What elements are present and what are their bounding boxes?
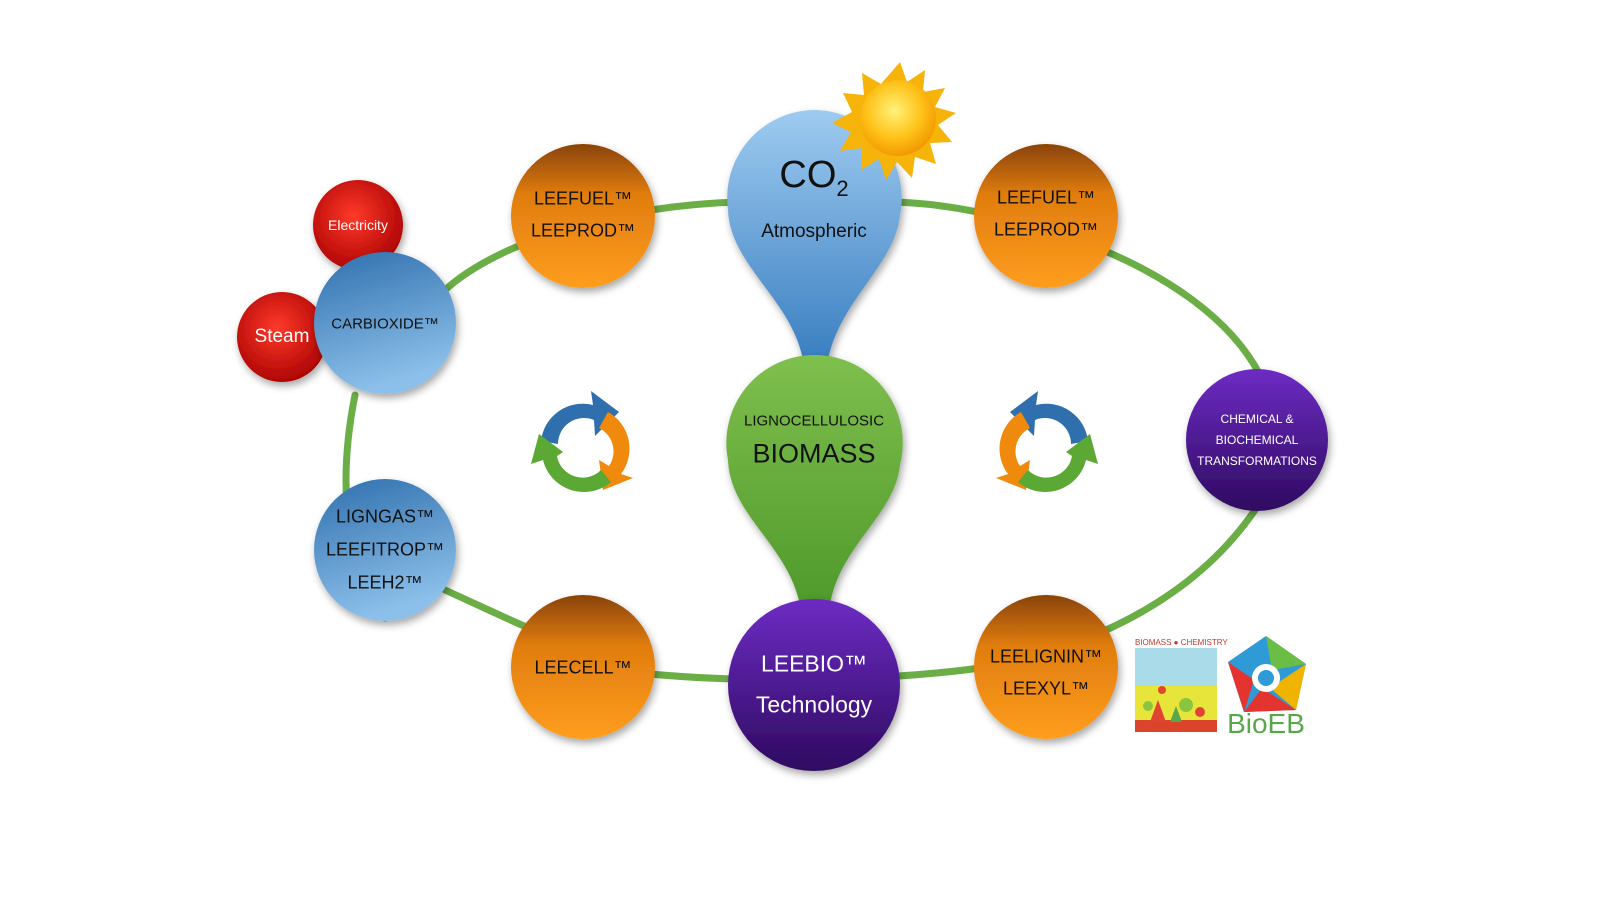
chemical-line2: BIOCHEMICAL [1215,433,1299,447]
chemical-node [1186,369,1328,511]
biomass-chemistry-logo [1135,648,1217,732]
leebio-line2: Technology [755,691,873,718]
bioeb-text: BioEB [1227,708,1305,739]
leecell-label: LEECELL™ [534,657,632,678]
leebio-line1: LEEBIO™ [760,650,868,677]
chemical-line3: TRANSFORMATIONS [1197,454,1317,468]
biomass-line2: BIOMASS [752,438,876,469]
leelignin-node [974,595,1118,739]
leelignin-line2: LEEXYL™ [1002,678,1090,699]
leefuel-left-node [511,144,655,288]
carbioxide-node [314,252,456,394]
biomass-chemistry-text: BIOMASS ● CHEMISTRY [1135,638,1228,647]
biomass-line1: LIGNOCELLULOSIC [743,412,885,430]
recycle-icon-left [531,391,633,493]
atmospheric-label: Atmospheric [761,221,867,242]
leefuel-right-line1: LEEFUEL™ [996,187,1096,208]
chemical-line1: CHEMICAL & [1220,412,1294,426]
leebio-node [728,599,900,771]
leefuel-right-line2: LEEPROD™ [993,219,1099,240]
biomass-drop [726,354,903,605]
lingas-line3: LEEH2™ [347,572,423,593]
recycle-icon-right [996,391,1098,493]
lingas-node [314,479,456,621]
co2-label: CO2 [779,154,849,201]
electricity-label: Electricity [328,217,388,233]
leefuel-left-line2: LEEPROD™ [530,220,636,241]
lingas-line2: LEEFITROP™ [325,539,445,560]
steam-label: Steam [254,326,310,347]
steam-node [237,292,327,382]
leefuel-left-line1: LEEFUEL™ [533,188,633,209]
bioeb-logo [1228,636,1306,712]
lingas-line1: LIGNGAS™ [335,506,435,527]
leefuel-right-node [974,144,1118,288]
sun-icon [832,62,956,180]
leecell-node [511,595,655,739]
carbioxide-label: CARBIOXIDE™ [331,315,439,333]
co2-drop [727,110,902,360]
electricity-node [313,180,403,270]
leelignin-line1: LEELIGNIN™ [989,646,1103,667]
